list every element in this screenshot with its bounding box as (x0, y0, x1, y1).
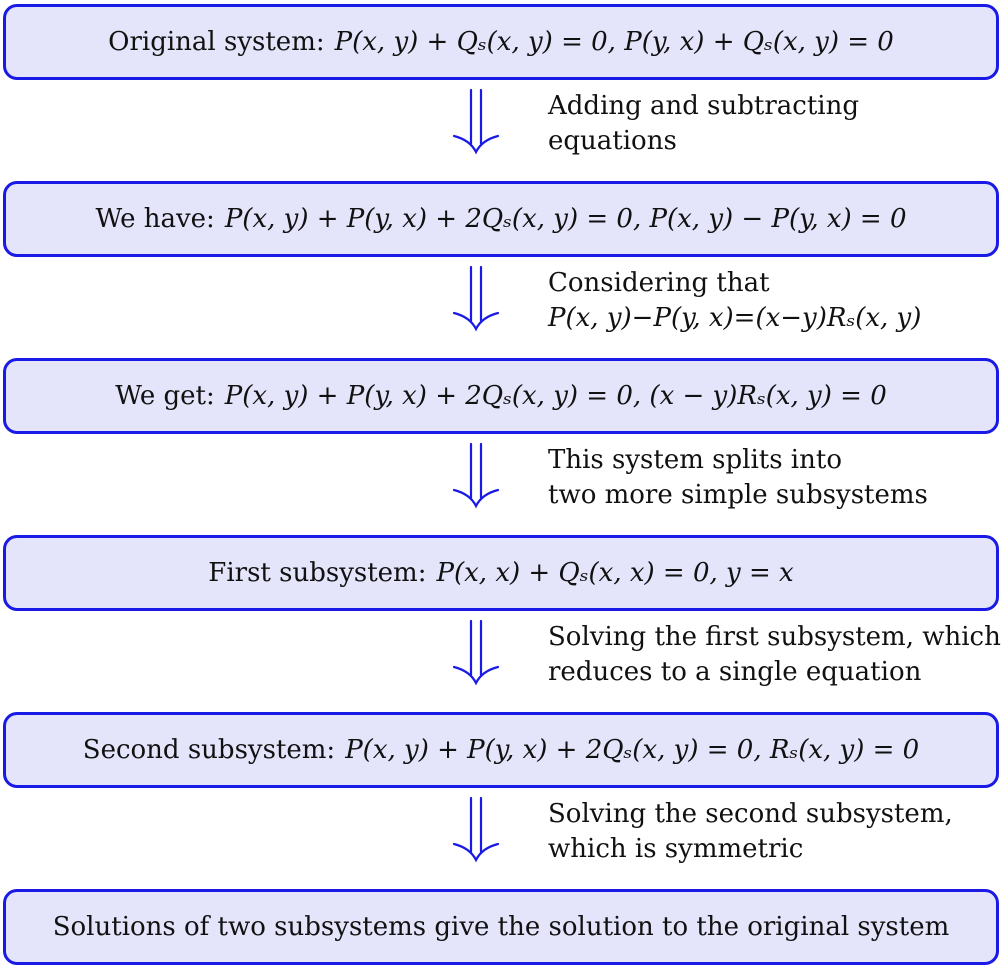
transition-note-line: P(x, y)−P(y, x)=(x−y)Rₛ(x, y) (548, 303, 922, 333)
step-equation: P(x, y) + P(y, x) + 2Qₛ(x, y) = 0, (x − … (224, 381, 887, 411)
step-prefix: We have: (95, 204, 215, 234)
double-down-arrow-icon (452, 88, 500, 155)
transition-note: Adding and subtracting equations (548, 89, 1000, 159)
transition-note-line: Solving the first subsystem, which (548, 622, 1001, 652)
transition-note-line: two more simple subsystems (548, 480, 928, 510)
step-box-solutions: Solutions of two subsystems give the sol… (3, 889, 999, 965)
transition-note-line: This system splits into (548, 445, 842, 475)
step-box-first-subsystem: First subsystem: P(x, x) + Qₛ(x, x) = 0,… (3, 535, 999, 611)
step-prefix: We get: (115, 381, 215, 411)
step-equation: P(x, y) + Qₛ(x, y) = 0, P(y, x) + Qₛ(x, … (334, 27, 894, 57)
step-equation: P(x, y) + P(y, x) + 2Qₛ(x, y) = 0, Rₛ(x,… (345, 735, 920, 765)
transition-note-line: which is symmetric (548, 834, 804, 864)
transition-note: Considering that P(x, y)−P(y, x)=(x−y)Rₛ… (548, 266, 1000, 336)
step-box-we-have: We have: P(x, y) + P(y, x) + 2Qₛ(x, y) =… (3, 181, 999, 257)
transition-note-line: equations (548, 126, 677, 156)
double-down-arrow-icon (452, 442, 500, 509)
transition-note-line: Adding and subtracting (548, 91, 860, 121)
step-equation: P(x, x) + Qₛ(x, x) = 0, y = x (436, 558, 794, 588)
step-prefix: Original system: (108, 27, 325, 57)
transition-note-line: reduces to a single equation (548, 657, 922, 687)
transition-note: This system splits into two more simple … (548, 443, 1000, 513)
step-box-second-subsystem: Second subsystem: P(x, y) + P(y, x) + 2Q… (3, 712, 999, 788)
transition-note-line: Considering that (548, 268, 770, 298)
double-down-arrow-icon (452, 265, 500, 332)
double-down-arrow-icon (452, 619, 500, 686)
step-prefix: Solutions of two subsystems give the sol… (52, 912, 950, 942)
step-equation: P(x, y) + P(y, x) + 2Qₛ(x, y) = 0, P(x, … (224, 204, 907, 234)
step-prefix: First subsystem: (208, 558, 427, 588)
double-down-arrow-icon (452, 796, 500, 863)
step-box-we-get: We get: P(x, y) + P(y, x) + 2Qₛ(x, y) = … (3, 358, 999, 434)
transition-note-line: Solving the second subsystem, (548, 799, 953, 829)
transition-note: Solving the first subsystem, which reduc… (548, 620, 1001, 690)
step-prefix: Second subsystem: (82, 735, 336, 765)
transition-note: Solving the second subsystem, which is s… (548, 797, 1000, 867)
step-box-original-system: Original system: P(x, y) + Qₛ(x, y) = 0,… (3, 4, 999, 80)
